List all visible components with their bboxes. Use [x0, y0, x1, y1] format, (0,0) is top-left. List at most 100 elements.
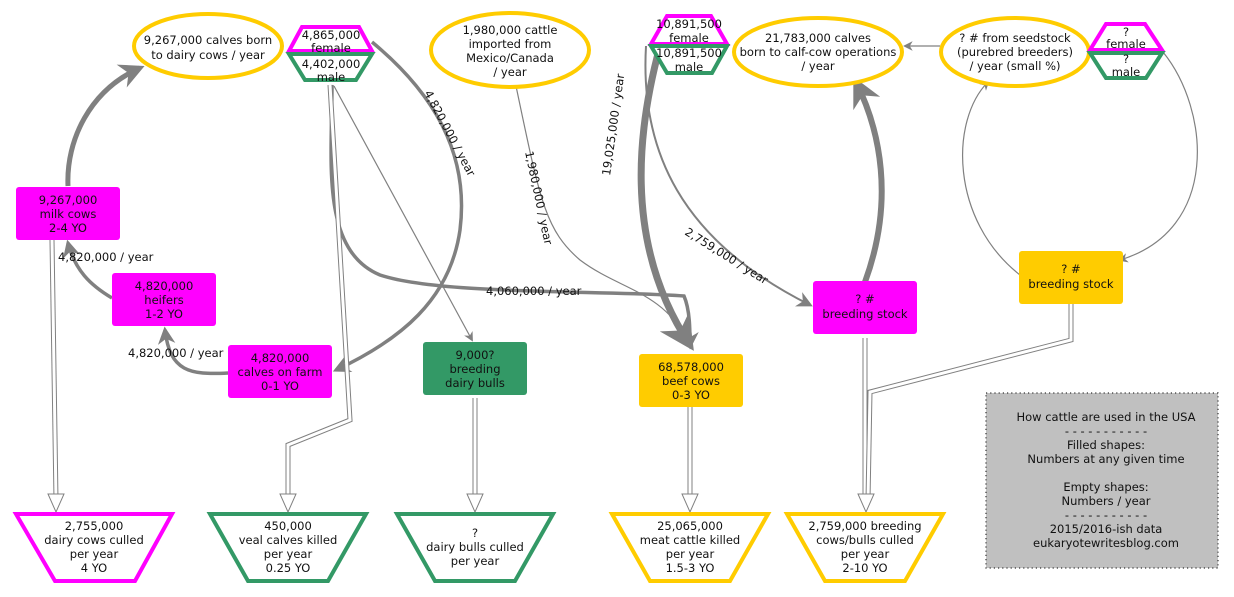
stock-calves-on-farm: 4,820,000 calves on farm 0-1 YO	[228, 345, 332, 398]
node-label: dairy bulls	[445, 376, 505, 390]
node-label: to dairy cows / year	[151, 48, 265, 62]
node-label: per year	[264, 547, 313, 561]
node-label: heifers	[144, 293, 183, 307]
male-count: ?	[1123, 52, 1129, 66]
female-count: ?	[1123, 25, 1129, 39]
edge-female-to-calves	[332, 40, 464, 372]
node-label: 9,267,000 calves born	[144, 33, 272, 47]
dairy-sex-split: 4,865,000 female 4,402,000 male	[285, 25, 376, 84]
edge-label: 2,759,000 / year	[682, 225, 771, 288]
node-label: meat cattle killed	[640, 533, 740, 547]
node-label: / year	[493, 65, 526, 79]
source-imports: 1,980,000 cattle imported from Mexico/Ca…	[429, 11, 591, 89]
node-label: cows/bulls culled	[816, 533, 914, 547]
node-label: breeding	[449, 362, 500, 376]
node-label: per year	[451, 554, 500, 568]
node-label: per year	[666, 547, 715, 561]
sink-bulls-culled: ? dairy bulls culled per year	[393, 512, 557, 583]
node-label: milk cows	[40, 207, 97, 221]
edge-label: 19,025,000 / year	[599, 73, 627, 177]
arrowhead	[279, 493, 297, 514]
male-count: 4,402,000	[302, 57, 361, 71]
legend-text: Empty shapes:	[1063, 480, 1148, 494]
male-label: male	[675, 60, 704, 74]
node-label: dairy cows culled	[44, 533, 144, 547]
node-label: / year	[801, 59, 834, 73]
male-count: 10,891,500	[656, 46, 722, 60]
node-label: 2-4 YO	[49, 221, 87, 235]
node-label: born to calf-cow operations	[740, 45, 897, 59]
edge-label: 4,060,000 / year	[486, 284, 582, 298]
female-label: female	[311, 41, 351, 55]
edge-beeffemale-to-beefcows	[637, 45, 694, 351]
edge-label: 1,980,000 / year	[522, 150, 556, 246]
stock-beef-breeding: ? # breeding stock	[813, 281, 917, 334]
sink-breeding-culled: 2,759,000 breeding cows/bulls culled per…	[783, 512, 947, 583]
legend-text: Numbers / year	[1061, 494, 1150, 508]
male-label: male	[1112, 65, 1141, 79]
edge-calves-to-heifers	[157, 326, 229, 376]
sink-meat: 25,065,000 meat cattle killed per year 1…	[608, 512, 772, 583]
female-count: 4,865,000	[302, 28, 361, 42]
female-count: 10,891,500	[656, 17, 722, 31]
node-label: 0-3 YO	[672, 388, 710, 402]
source-beef-calves: 21,783,000 calves born to calf-cow opera…	[732, 16, 904, 88]
node-label: veal calves killed	[239, 533, 338, 547]
sink-dairy-culled: 2,755,000 dairy cows culled per year 4 Y…	[12, 512, 176, 583]
node-label: 0-1 YO	[261, 379, 299, 393]
legend-source: eukaryotewritesblog.com	[1033, 536, 1179, 550]
legend-title: How cattle are used in the USA	[1016, 410, 1195, 424]
stock-beef-cows: 68,578,000 beef cows 0-3 YO	[639, 354, 743, 407]
node-label: ? # from seedstock	[959, 31, 1071, 45]
edge-milkcows-to-dairycalves	[65, 64, 145, 187]
arrowhead	[47, 493, 65, 514]
arrowhead	[857, 493, 875, 514]
edge-male-to-beefcows	[329, 84, 699, 350]
female-label: female	[1106, 37, 1146, 51]
edge-beeffemale-to-breeding	[644, 45, 813, 307]
node-label: beef cows	[662, 374, 720, 388]
node-label: imported from	[469, 37, 552, 51]
seed-sex-split: ? female ? male	[1086, 22, 1166, 80]
stock-dairy-bulls: 9,000? breeding dairy bulls	[423, 342, 527, 395]
node-label: ? #	[855, 292, 874, 306]
legend-divider: - - - - - - - - - - -	[1065, 508, 1147, 522]
edge-male-to-dairybulls	[333, 85, 473, 342]
node-label: 9,000?	[455, 348, 494, 362]
edge-imports-to-beefcows	[515, 85, 689, 341]
edge-breeding-to-beefcalves	[853, 76, 885, 284]
source-seedstock: ? # from seedstock (purebred breeders) /…	[939, 16, 1091, 88]
edge-label: 4,820,000 / year	[421, 88, 478, 179]
edge-heifers-to-milkcows	[63, 239, 113, 300]
node-label: breeding stock	[1028, 277, 1114, 291]
legend-divider: - - - - - - - - - - -	[1065, 424, 1147, 438]
stock-milk-cows: 9,267,000 milk cows 2-4 YO	[16, 187, 120, 240]
node-label: (purebred breeders)	[957, 45, 1073, 59]
edge-seedhex-to-seedbreeding	[1118, 51, 1198, 263]
node-label: 450,000	[264, 519, 312, 533]
node-label: per year	[70, 547, 119, 561]
legend-box: How cattle are used in the USA - - - - -…	[985, 392, 1219, 569]
stock-seed-breeding: ? # breeding stock	[1019, 251, 1123, 304]
arrowhead	[466, 493, 484, 514]
node-label: 2,755,000	[65, 519, 124, 533]
source-dairy-calves: 9,267,000 calves born to dairy cows / ye…	[132, 12, 284, 80]
node-label: breeding stock	[822, 307, 908, 321]
node-label: 68,578,000	[658, 360, 724, 374]
node-label: 1-2 YO	[145, 307, 183, 321]
edge-label: 4,820,000 / year	[128, 346, 224, 360]
node-label: 1.5-3 YO	[666, 561, 715, 575]
node-label: Mexico/Canada	[466, 51, 554, 65]
legend-text: Numbers at any given time	[1027, 452, 1184, 466]
node-label: 4 YO	[81, 561, 107, 575]
sink-veal: 450,000 veal calves killed per year 0.25…	[206, 512, 370, 583]
node-label: 1,980,000 cattle	[463, 23, 558, 37]
stock-heifers: 4,820,000 heifers 1-2 YO	[112, 273, 216, 326]
edge-male-to-veal	[285, 84, 353, 500]
male-label: male	[317, 70, 346, 84]
node-label: 2-10 YO	[842, 561, 887, 575]
node-label: per year	[841, 547, 890, 561]
arrowhead	[681, 493, 699, 514]
node-label: / year (small %)	[969, 59, 1060, 73]
